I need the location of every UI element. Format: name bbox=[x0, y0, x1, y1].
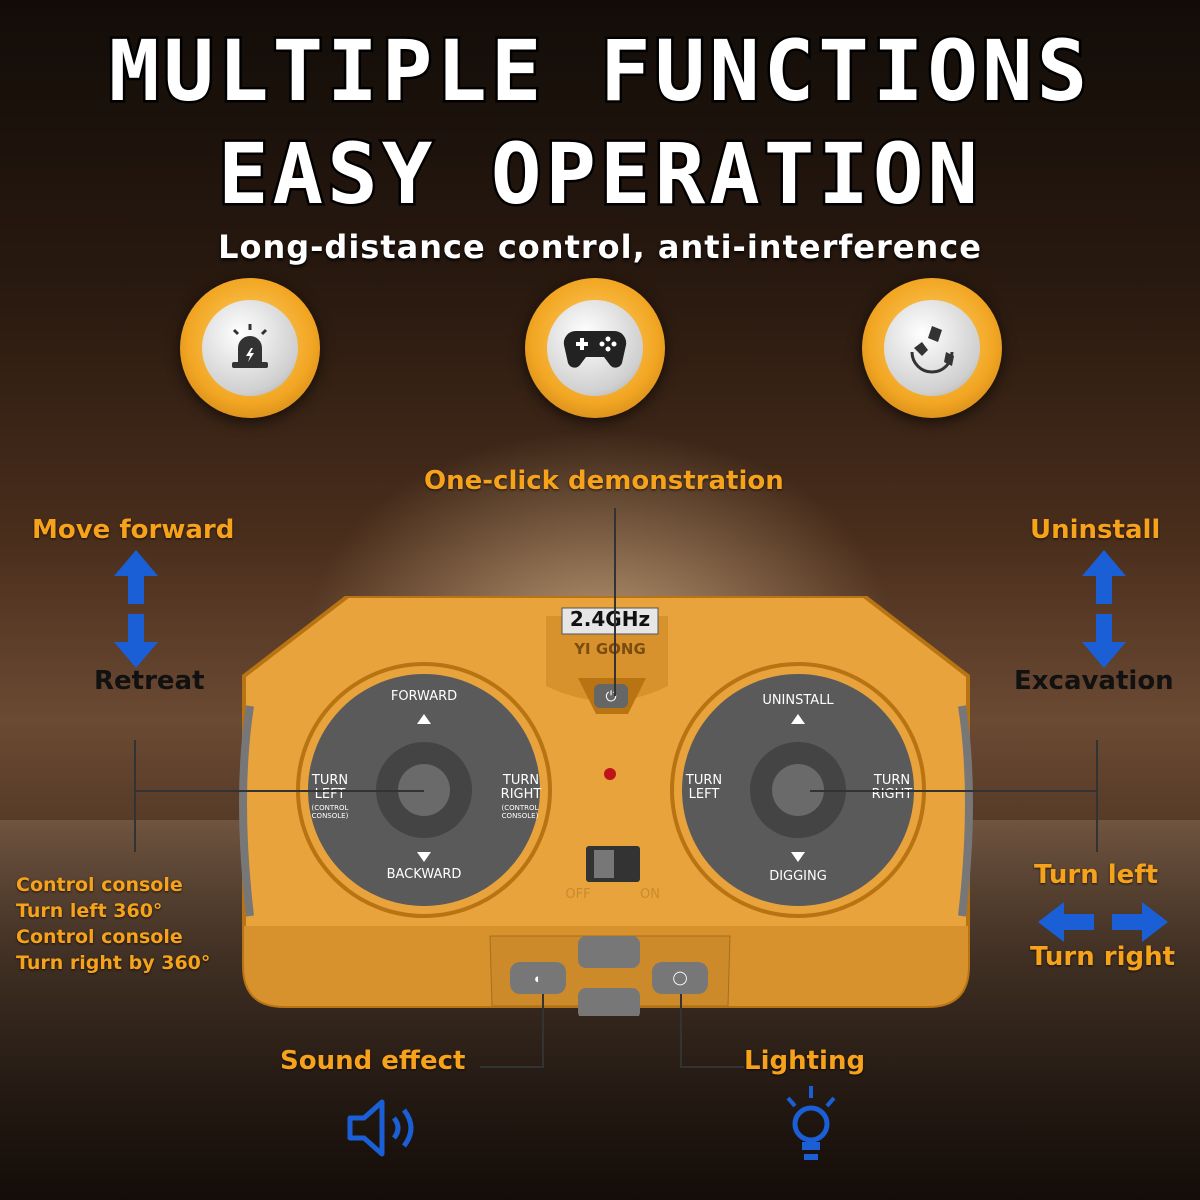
excavator-bucket-icon bbox=[910, 326, 954, 374]
light-button[interactable]: ◯ bbox=[652, 962, 708, 994]
left-stick-left-sub: (CONTROL CONSOLE) bbox=[311, 804, 349, 820]
frequency-label: 2.4GHz bbox=[569, 607, 651, 631]
excavation-label: Excavation bbox=[1014, 666, 1174, 696]
sound-button[interactable]: ◐ bbox=[510, 962, 566, 994]
console-line-3: Control console bbox=[16, 926, 183, 948]
light-leader-h bbox=[680, 1066, 744, 1068]
left-stick-right-label: TURN RIGHT bbox=[500, 773, 542, 802]
left-stick-down-label: BACKWARD bbox=[386, 867, 462, 882]
demo-leader-line bbox=[614, 508, 616, 696]
subtitle: Long-distance control, anti-interference bbox=[218, 228, 982, 266]
up-down-arrow-icon-left bbox=[114, 550, 158, 668]
gamepad-badge bbox=[525, 278, 665, 418]
demo-callout: One-click demonstration bbox=[424, 466, 784, 496]
sound-effect-label: Sound effect bbox=[280, 1046, 466, 1076]
brand-label: YI GONG bbox=[574, 640, 646, 658]
left-bracket-line bbox=[134, 740, 136, 852]
lightbulb-icon bbox=[786, 1086, 836, 1160]
console-line-1: Control console bbox=[16, 874, 183, 896]
right-stick-right-label: TURN RIGHT bbox=[871, 773, 913, 802]
console-line-2: Turn left 360° bbox=[16, 900, 163, 922]
siren-badge bbox=[180, 278, 320, 418]
switch-on-label: ON bbox=[640, 887, 660, 902]
light-leader-v bbox=[680, 994, 682, 1068]
left-stick-right-sub: (CONTROL CONSOLE) bbox=[501, 804, 539, 820]
right-stick-down-label: DIGGING bbox=[769, 869, 827, 884]
lighting-label: Lighting bbox=[744, 1046, 866, 1076]
title-line-1: MULTIPLE FUNCTIONS bbox=[106, 20, 1092, 123]
left-stick-up-label: FORWARD bbox=[390, 689, 458, 704]
turn-left-label: Turn left bbox=[1034, 860, 1159, 890]
remote-controller: 2.4GHz YI GONG ⏻ FORWARD BACKWARD TURN L… bbox=[228, 415, 984, 1020]
left-stick-left-label: TURN LEFT bbox=[311, 773, 349, 802]
excavator-badge bbox=[862, 278, 1002, 418]
retreat-label: Retreat bbox=[94, 666, 205, 696]
gamepad-icon bbox=[563, 330, 627, 368]
power-icon: ⏻ bbox=[605, 687, 617, 704]
switch-off-label: OFF bbox=[565, 887, 591, 902]
arm-up-button[interactable] bbox=[578, 936, 640, 968]
arm-down-button[interactable] bbox=[578, 988, 640, 1016]
demo-button[interactable]: ⏻ bbox=[594, 684, 628, 708]
siren-light-icon bbox=[232, 324, 268, 368]
sound-leader-h bbox=[480, 1066, 544, 1068]
left-leader-line bbox=[134, 790, 424, 792]
title-line-2: EASY OPERATION bbox=[215, 123, 982, 226]
speaker-icon bbox=[347, 1099, 414, 1157]
bulb-small-icon: ◯ bbox=[672, 970, 688, 985]
right-joystick[interactable] bbox=[798, 790, 799, 791]
uninstall-label: Uninstall bbox=[1030, 515, 1161, 545]
right-stick-left-label: TURN LEFT bbox=[685, 773, 723, 802]
right-leader-line bbox=[810, 790, 1098, 792]
sound-small-icon: ◐ bbox=[533, 970, 543, 986]
turn-right-label: Turn right bbox=[1030, 942, 1176, 972]
sound-leader-v bbox=[542, 994, 544, 1068]
left-right-arrow-icon bbox=[1038, 902, 1168, 942]
right-stick-up-label: UNINSTALL bbox=[762, 693, 834, 708]
right-bracket-line bbox=[1096, 740, 1098, 852]
controller-body bbox=[239, 415, 973, 1020]
up-down-arrow-icon-right bbox=[1082, 550, 1126, 668]
left-joystick[interactable] bbox=[424, 790, 425, 791]
power-switch[interactable] bbox=[588, 846, 640, 882]
move-forward-label: Move forward bbox=[32, 515, 235, 545]
console-line-4: Turn right by 360° bbox=[16, 952, 211, 974]
